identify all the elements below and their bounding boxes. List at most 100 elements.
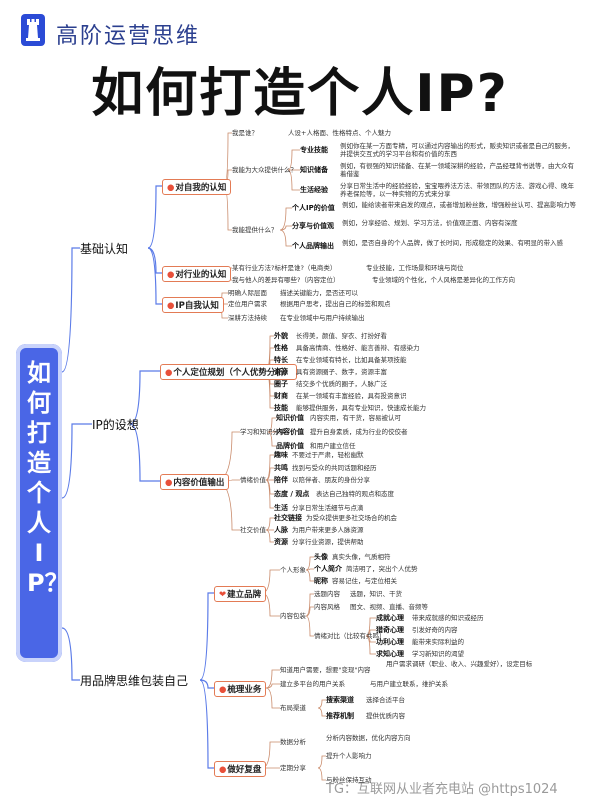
mind-map: 如何打造个人IP？ 基础认知 IP的设想 用品牌思维包装自己 ●对自我的认知 ●… xyxy=(0,128,600,800)
tag-label: IP自我认知 xyxy=(175,301,219,311)
node-label: 头像 xyxy=(314,553,328,561)
node-label: 内容价值 xyxy=(276,428,304,436)
node-label: 学习和知识分享 xyxy=(240,428,286,436)
node-label: 昵称 xyxy=(314,577,328,585)
tag-label: 建立品牌 xyxy=(227,590,262,600)
node-text: 表达自己独特的观点和态度 xyxy=(316,490,394,498)
node-label: 搜索渠道 xyxy=(326,696,354,704)
tag-industry-cognition: ●对行业的认知 xyxy=(162,266,232,282)
tag-label: 做好复盘 xyxy=(227,765,262,775)
node-text: 为受众提供更多社交场合的机会 xyxy=(306,514,397,522)
node-label: 社交链接 xyxy=(274,514,302,522)
root-node: 如何打造个人IP？ xyxy=(16,344,69,662)
node-label: 深耕方法持续 xyxy=(228,314,267,322)
node-label: 知道用户需要，想要"变现"内容 xyxy=(280,666,371,674)
dot-icon: ● xyxy=(167,183,175,193)
node-text: 分析内容数据，优化内容方向 xyxy=(326,734,411,742)
node-label: 生活经验 xyxy=(300,186,328,194)
tag-business: ●梳理业务 xyxy=(214,681,267,697)
node-text: 不要过于严肃，轻松幽默 xyxy=(292,451,364,459)
tag-label: 个人定位规划（个人优势分析） xyxy=(173,368,293,378)
node-text: 找到与受众的共同话题和经历 xyxy=(292,464,377,472)
node-label: 态度 / 观点 xyxy=(274,490,310,498)
dot-icon: ● xyxy=(219,685,227,695)
node-text: 以陪伴者、朋友的身份分享 xyxy=(292,476,370,484)
dot-icon: ● xyxy=(167,270,175,280)
node-text: 描述关键能力，是否还可以 xyxy=(280,289,358,297)
node-text: 选题，知识、干货 xyxy=(350,590,402,598)
tag-build-brand: ❤建立品牌 xyxy=(214,586,267,602)
branch-basic-cognition: 基础认知 xyxy=(80,242,129,256)
node-text: 例如你在某一方面专精，可以通过内容输出的形式，贩卖知识或者是自己的服务，并提供交… xyxy=(340,142,574,158)
node-text: 容易记住，与定位相关 xyxy=(332,577,397,585)
tag-label: 内容价值输出 xyxy=(173,478,225,488)
node-text: 引发好奇的内容 xyxy=(412,626,458,634)
node-label: 生活 xyxy=(274,504,288,512)
node-text: 专业技能，工作场景和环境与岗位 xyxy=(366,264,464,272)
node-label: 性格 xyxy=(274,344,288,352)
node-label: 专业技能 xyxy=(300,146,328,154)
node-label: 我能为大众提供什么？ xyxy=(232,166,297,174)
node-label: 圈子 xyxy=(274,380,288,388)
node-label: 我能提供什么？ xyxy=(232,226,278,234)
branch-ip-plan: IP的设想 xyxy=(92,418,139,432)
node-label: 财商 xyxy=(274,392,288,400)
tag-label: 对行业的认知 xyxy=(175,270,227,280)
tag-personal-position: ●个人定位规划（个人优势分析） xyxy=(160,364,298,380)
node-label: 个人形象 xyxy=(280,566,306,574)
node-label: 情绪对比（比较有共鸣） xyxy=(314,632,386,640)
node-label: 推荐机制 xyxy=(326,712,354,720)
node-text: 图文、视频、直播、音频等 xyxy=(350,603,428,611)
node-label: 品牌价值 xyxy=(276,442,304,450)
node-text: 在专业领域有特长，比如具备某项技能 xyxy=(296,356,407,364)
node-label: 共鸣 xyxy=(274,464,288,472)
node-label: 定位用户需求 xyxy=(228,300,267,308)
node-text: 用户需求调研（职业、收入、兴趣爱好），设定目标 xyxy=(386,660,533,668)
node-text: 能带来实际利益的 xyxy=(412,638,464,646)
node-text: 具有资源圈子、数字，资源丰富 xyxy=(296,368,387,376)
node-text: 人设+人格面、性格特点、个人魅力 xyxy=(288,129,391,137)
node-label: 知识储备 xyxy=(300,166,328,174)
node-label: 内容包装 xyxy=(280,612,306,620)
node-text: 分享日常生活中的经验经验，宝宝喂养法方法、带领团队的方法、游戏心得、晚年养老保险… xyxy=(340,182,574,198)
node-label: 人脉 xyxy=(274,526,288,534)
node-label: 内容风格 xyxy=(314,603,340,611)
tag-label: 对自我的认知 xyxy=(175,183,227,193)
node-text: 内容实用，有干货，容易被认可 xyxy=(310,414,401,422)
tag-content-value: ●内容价值输出 xyxy=(160,474,230,490)
node-text: 提升个人影响力 xyxy=(326,752,372,760)
node-text: 和用户建立信任 xyxy=(310,442,356,450)
node-text: 例如，是否自身的个人品牌，做了长时间，形成稳定的效果、有明显的带入感 xyxy=(342,239,563,247)
node-text: 具备高情商、性格好、能言善辩、有感染力 xyxy=(296,344,420,352)
node-text: 与粉丝保持互动 xyxy=(326,776,372,784)
node-text: 提升自身素质，成为行业的佼佼者 xyxy=(310,428,408,436)
node-text: 分享行业资源，提供帮助 xyxy=(292,538,364,546)
node-label: 趣味 xyxy=(274,451,288,459)
node-label: 明确人际层面 xyxy=(228,289,267,297)
branch-brand-thinking: 用品牌思维包装自己 xyxy=(80,674,189,688)
node-text: 例如，能给读者带来启发的观点，或者增加粉丝数，增强粉丝认可、提高影响力等 xyxy=(342,201,576,209)
tag-ip-self: ●IP自我认知 xyxy=(162,297,224,313)
dot-icon: ● xyxy=(167,301,175,311)
heart-icon: ❤ xyxy=(219,590,227,600)
node-text: 例如，分享经验、规划、学习方法，价值观正面、内容有深度 xyxy=(342,219,518,227)
node-label: 功利心理 xyxy=(376,638,404,646)
node-label: 社交价值 xyxy=(240,526,266,534)
node-text: 能够提供服务，具有专业知识，快速成长能力 xyxy=(296,404,426,412)
node-label: 知识价值 xyxy=(276,414,304,422)
node-label: 成就心理 xyxy=(376,614,404,622)
node-label: 定期分享 xyxy=(280,764,306,772)
tag-review: ●做好复盘 xyxy=(214,761,267,777)
header: 高阶运营思维 xyxy=(0,0,600,62)
node-text: 根据用户思考，提出自己的标签和观点 xyxy=(280,300,391,308)
node-text: 结交多个优质的圈子，人脉广泛 xyxy=(296,380,387,388)
dot-icon: ● xyxy=(165,368,173,378)
node-text: 与用户建立联系，维护关系 xyxy=(370,680,448,688)
node-text: 专业领域的个性化，个人风格是差异化的工作方向 xyxy=(372,276,515,284)
node-label: 技能 xyxy=(274,404,288,412)
node-text: 在某一领域有丰富经验，具有投资意识 xyxy=(296,392,407,400)
node-label: 分享与价值观 xyxy=(292,222,334,230)
node-text: 长得美，颜值、穿衣、打扮好看 xyxy=(296,332,387,340)
node-label: 个人IP的价值 xyxy=(292,204,335,212)
node-label: 猎奇心理 xyxy=(376,626,404,634)
